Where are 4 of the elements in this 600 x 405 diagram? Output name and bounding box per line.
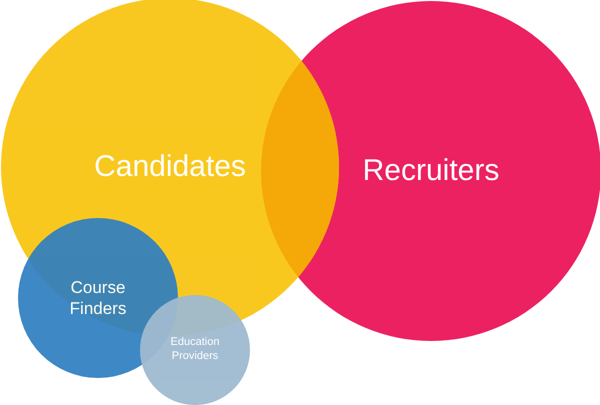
circle-label: Education Providers — [170, 336, 220, 364]
circle-label: Recruiters — [362, 153, 500, 190]
circle-label: Course Finders — [68, 276, 128, 320]
circle-label: Candidates — [94, 149, 246, 186]
